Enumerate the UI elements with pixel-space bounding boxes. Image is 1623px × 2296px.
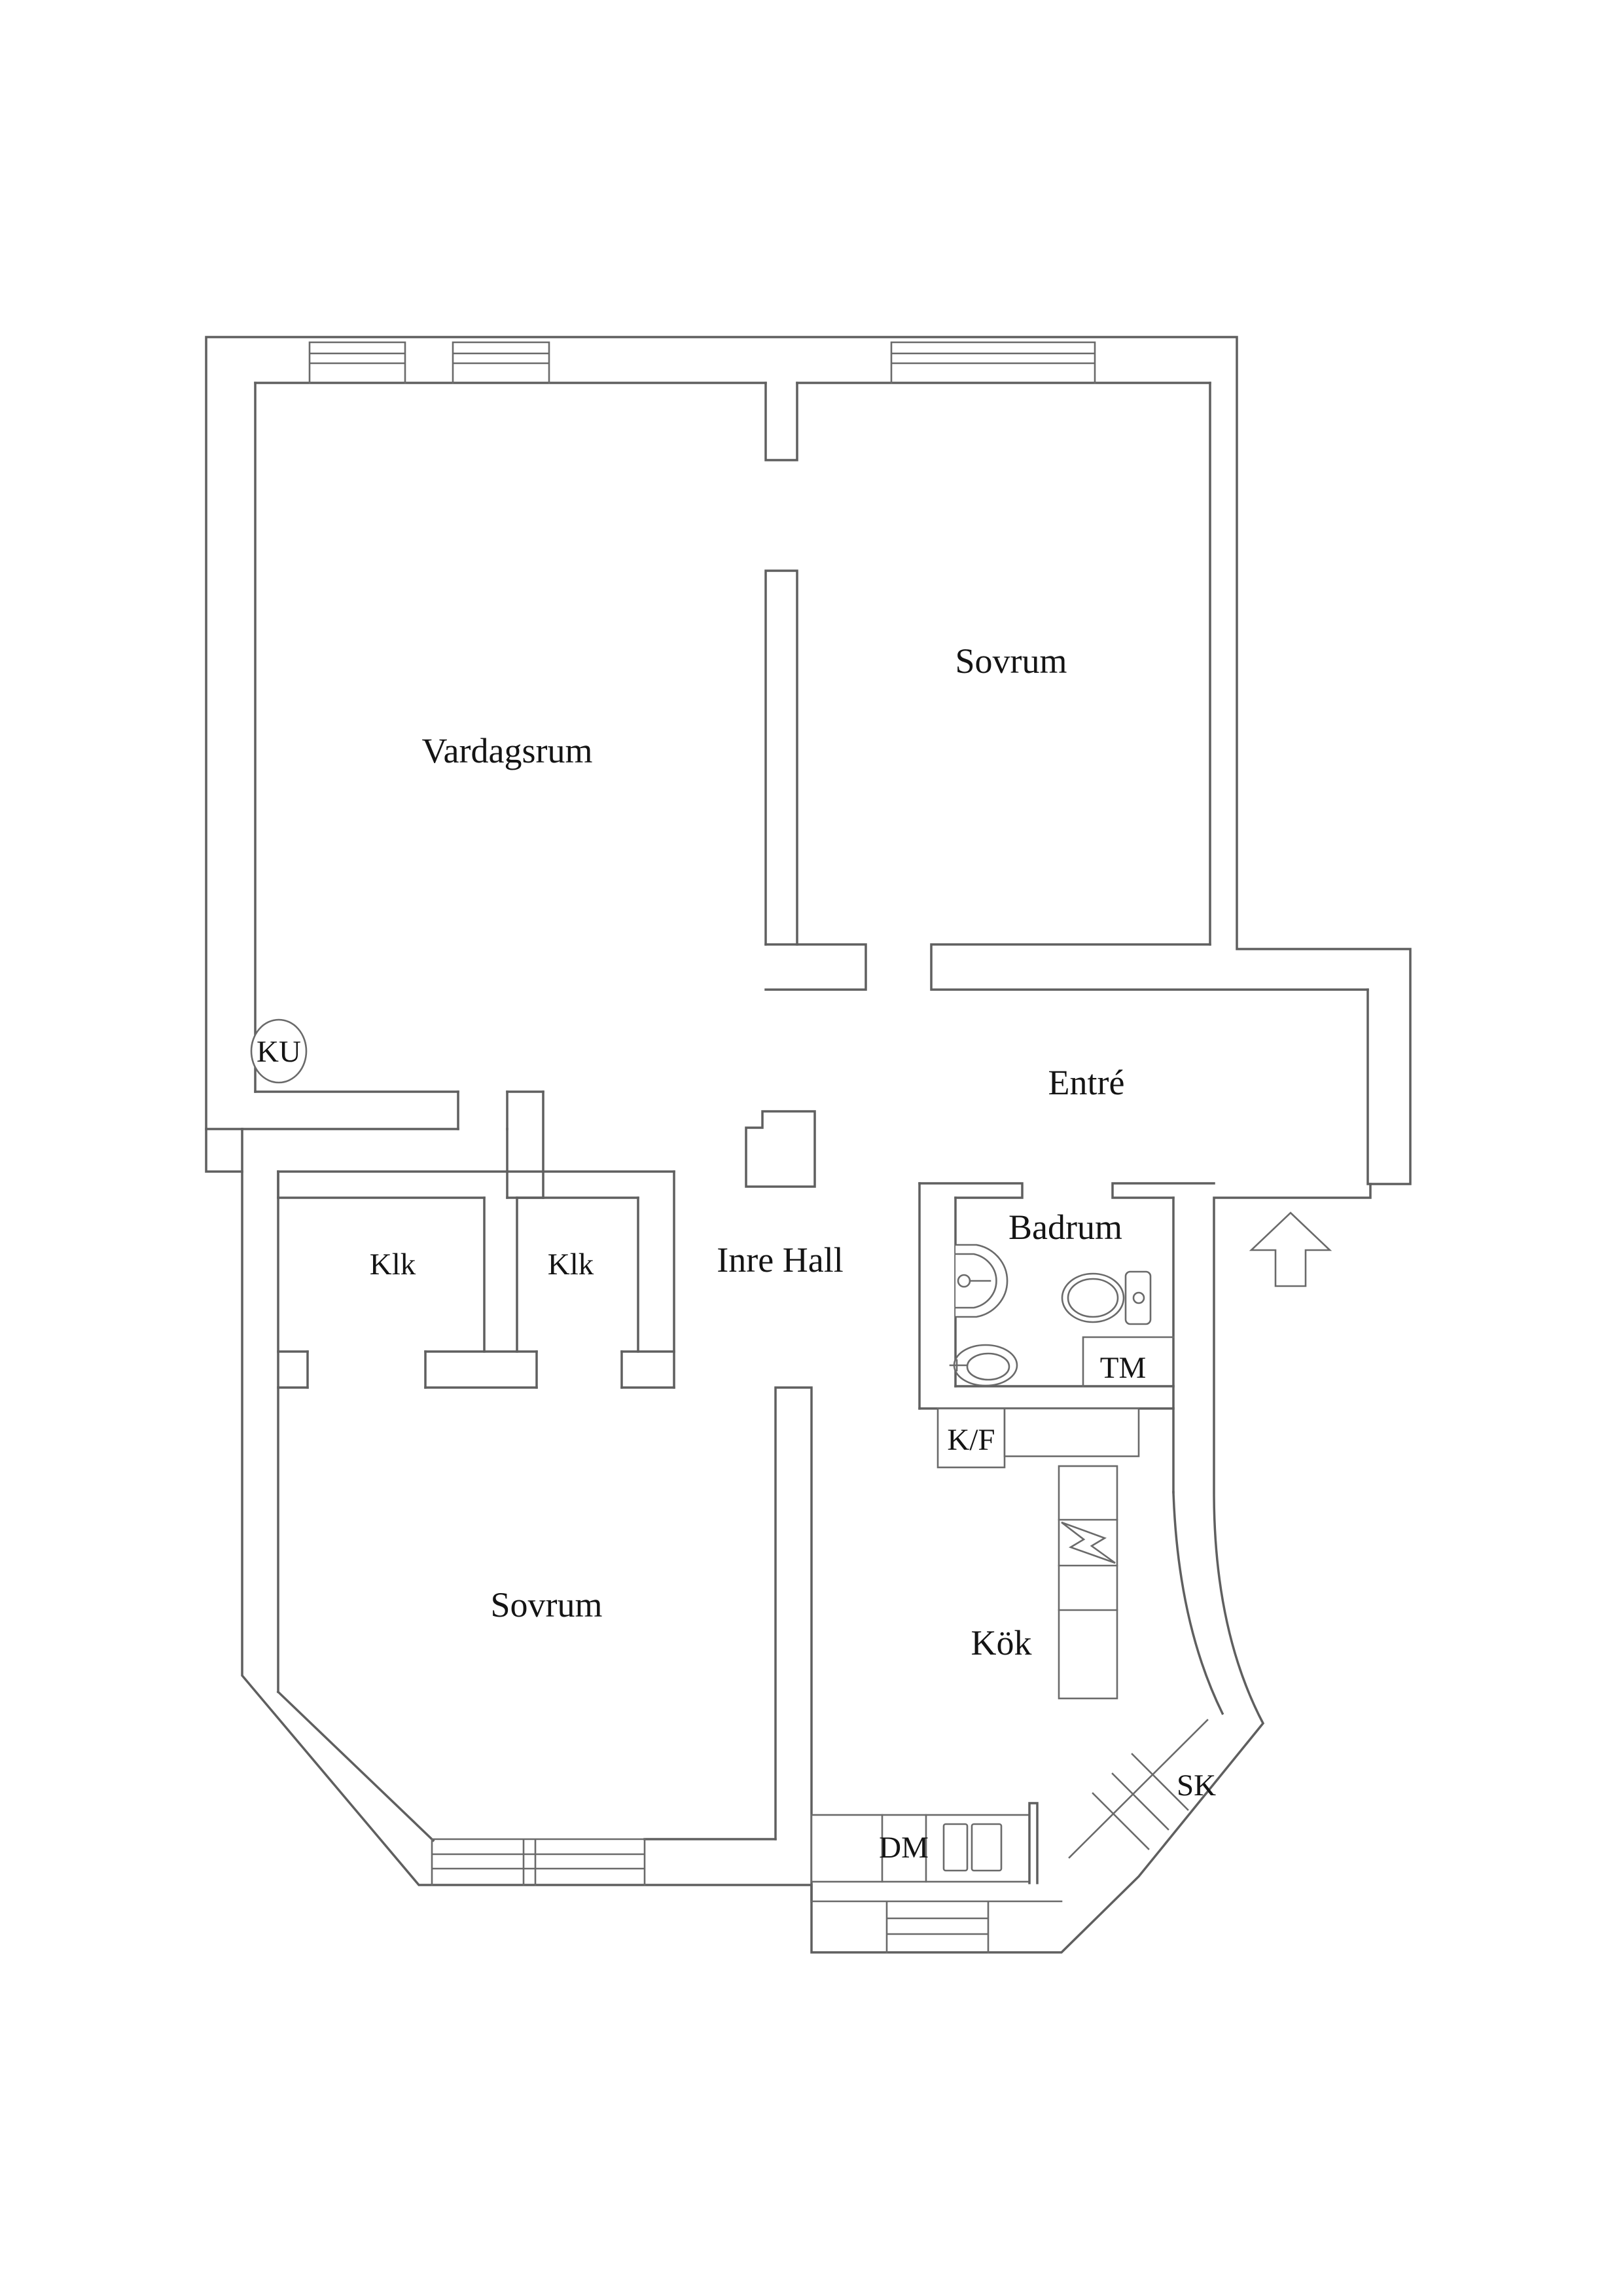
room-label-inre-hall: Inre Hall (717, 1240, 843, 1280)
kitchen-counter-with-double-sink (810, 1802, 1039, 1884)
window-top-right (890, 341, 1096, 384)
room-label-entre: Entré (1048, 1063, 1125, 1102)
fixture-label-kf: K/F (947, 1423, 995, 1457)
corner-closet-hatching (1068, 1719, 1209, 1859)
window-bottom-kitchen (810, 1900, 1063, 1954)
ku-circle (250, 1018, 308, 1084)
fixture-label-dm: DM (879, 1831, 929, 1865)
interior-walls (205, 382, 1372, 1903)
room-label-badrum: Badrum (1008, 1208, 1122, 1247)
stove-lightning-icon (1061, 1521, 1116, 1564)
window-top-left-1 (308, 341, 406, 384)
window-top-left-2 (452, 341, 550, 384)
fixture-label-sk: SK (1177, 1768, 1216, 1803)
room-label-sovrum-top: Sovrum (955, 641, 1067, 681)
floor-drain-oval-icon (949, 1344, 1018, 1387)
fridge-freezer-box (936, 1407, 1140, 1469)
window-bottom-left (431, 1838, 646, 1886)
fixture-label-ku: KU (257, 1035, 301, 1069)
room-label-sovrum-bottom: Sovrum (490, 1585, 602, 1624)
outer-walls (205, 336, 1412, 1954)
fixture-label-tm: TM (1100, 1351, 1147, 1385)
room-label-vardagsrum: Vardagsrum (422, 731, 593, 770)
room-label-kok: Kök (971, 1623, 1032, 1662)
entrance-arrow-icon (1249, 1211, 1332, 1287)
structural-pillar (745, 1110, 816, 1188)
washing-machine-box (1082, 1336, 1175, 1388)
room-label-klk-left: Klk (370, 1247, 416, 1282)
kitchen-counter-column (1058, 1465, 1118, 1700)
room-label-klk-right: Klk (548, 1247, 594, 1282)
toilet-icon (1061, 1270, 1152, 1325)
bathroom-sink-icon (954, 1244, 1008, 1318)
